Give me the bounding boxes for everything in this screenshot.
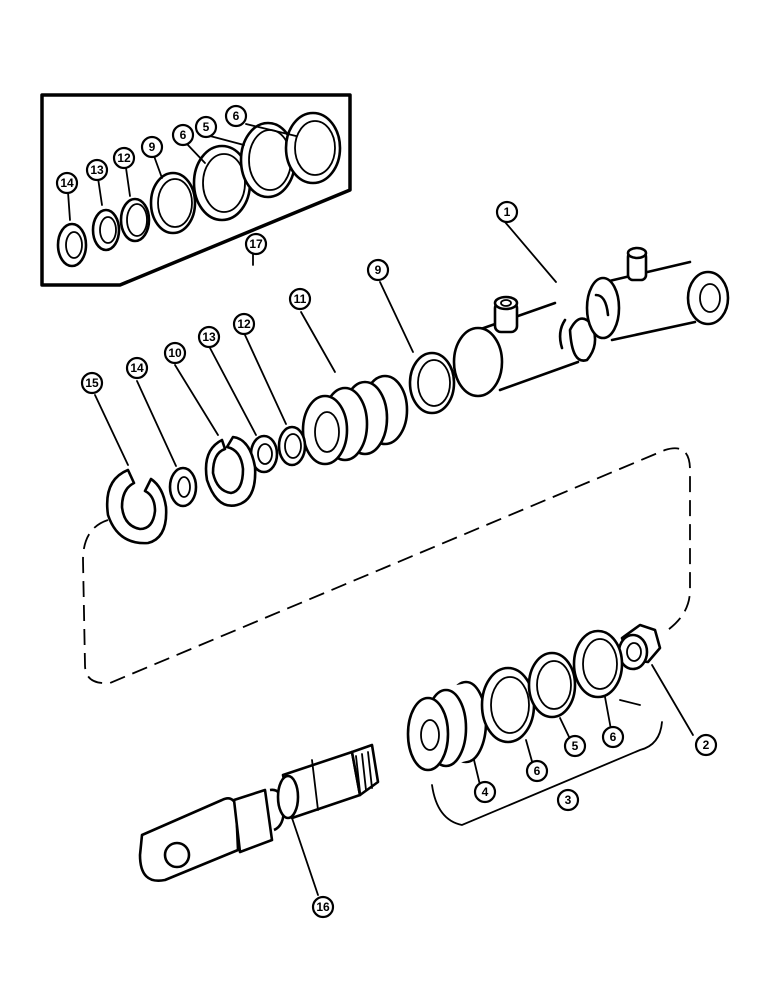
callout-c9a: 9 [140,135,164,159]
callout-label: 10 [168,346,182,360]
callout-circle [495,200,519,224]
callout-label: 6 [534,764,541,778]
callout-c13b: 13 [197,325,221,349]
callout-c9b: 9 [366,258,390,282]
callout-circle [366,258,390,282]
callout-circle [525,759,549,783]
callout-label: 17 [249,237,263,251]
nut-2 [617,623,694,736]
callout-circle [224,104,248,128]
callout-c16: 16 [311,895,335,919]
piston-rod-16 [138,743,380,896]
callout-label: 11 [294,292,307,306]
callout-c6a: 6 [171,123,195,147]
callout-circle [171,123,195,147]
callout-c11: 11 [288,287,312,311]
callout-c4: 4 [473,780,497,804]
callout-label: 14 [130,361,144,375]
callout-label: 9 [375,263,382,277]
callout-circle [311,895,335,919]
gland-seals [94,334,307,545]
callout-label: 13 [90,163,104,177]
callout-c14b: 14 [125,356,149,380]
callout-circle [197,325,221,349]
callout-circle [556,788,580,812]
callout-label: 14 [60,176,74,190]
callout-label: 6 [610,730,617,744]
callout-c5b: 5 [563,734,587,758]
seal-kit-inset [40,93,352,287]
callout-circle [163,341,187,365]
callout-circle [601,725,625,749]
callout-circle [55,171,79,195]
callout-c15: 15 [80,371,104,395]
callout-label: 5 [572,739,579,753]
callout-circle [232,312,256,336]
callout-circle [194,115,218,139]
callout-circle [563,734,587,758]
callout-circle [80,371,104,395]
callout-c12b: 12 [232,312,256,336]
callout-c6c: 6 [601,725,625,749]
callout-label: 12 [117,151,131,165]
callout-label: 4 [482,785,489,799]
callout-circle [125,356,149,380]
gland-11 [300,311,409,466]
callout-circle [244,232,268,256]
callout-c1: 1 [495,200,519,224]
callout-circle [140,135,164,159]
callout-label: 6 [233,109,240,123]
callout-c3: 3 [556,788,580,812]
callout-circle [288,287,312,311]
callout-label: 9 [149,140,156,154]
callout-c10: 10 [163,341,187,365]
callout-circle [112,146,136,170]
callout-circle [473,780,497,804]
callout-c12a: 12 [112,146,136,170]
callout-c2: 2 [694,733,718,757]
callout-label: 15 [85,376,99,390]
assembly-path [82,447,691,685]
callout-label: 2 [703,738,710,752]
callout-label: 5 [203,120,210,134]
callout-circle [694,733,718,757]
callout-circle [85,158,109,182]
callout-c5a: 5 [194,115,218,139]
callout-c13a: 13 [85,158,109,182]
callout-c6b: 6 [224,104,248,128]
callout-label: 16 [316,900,330,914]
callout-label: 12 [237,317,251,331]
o-ring-9 [379,281,456,415]
callout-label: 6 [180,128,187,142]
callout-c17: 17 [244,232,268,256]
callout-label: 3 [565,793,572,807]
callout-c14a: 14 [55,171,79,195]
cylinder-barrel [452,221,730,398]
callout-label: 1 [504,205,511,219]
callout-c6d: 6 [525,759,549,783]
callout-label: 13 [202,330,216,344]
